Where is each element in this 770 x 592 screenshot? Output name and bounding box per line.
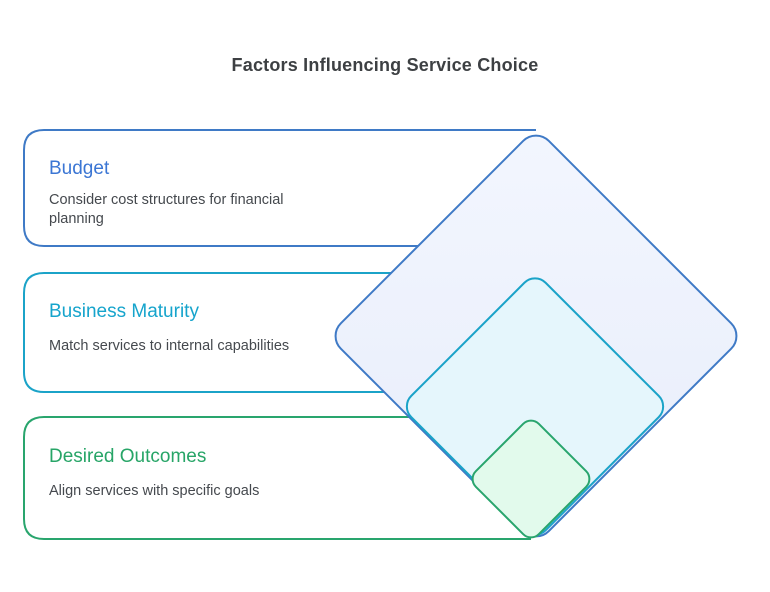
business-maturity-diamond xyxy=(405,277,665,536)
business-maturity-card-shape xyxy=(23,272,535,393)
budget-card-shape xyxy=(23,129,536,247)
diagram-title: Factors Influencing Service Choice xyxy=(231,55,539,75)
desired-outcomes-card-shape xyxy=(23,416,531,540)
budget-heading: Budget xyxy=(49,158,110,179)
business-maturity-description: Match services to internal capabilities xyxy=(49,338,290,354)
desired-outcomes-heading: Desired Outcomes xyxy=(49,446,207,467)
budget-description: Consider cost structures for financial p… xyxy=(49,192,284,227)
business-maturity-heading: Business Maturity xyxy=(49,301,199,322)
desired-outcomes-diamond xyxy=(471,419,591,539)
desired-outcomes-description: Align services with specific goals xyxy=(49,483,260,499)
